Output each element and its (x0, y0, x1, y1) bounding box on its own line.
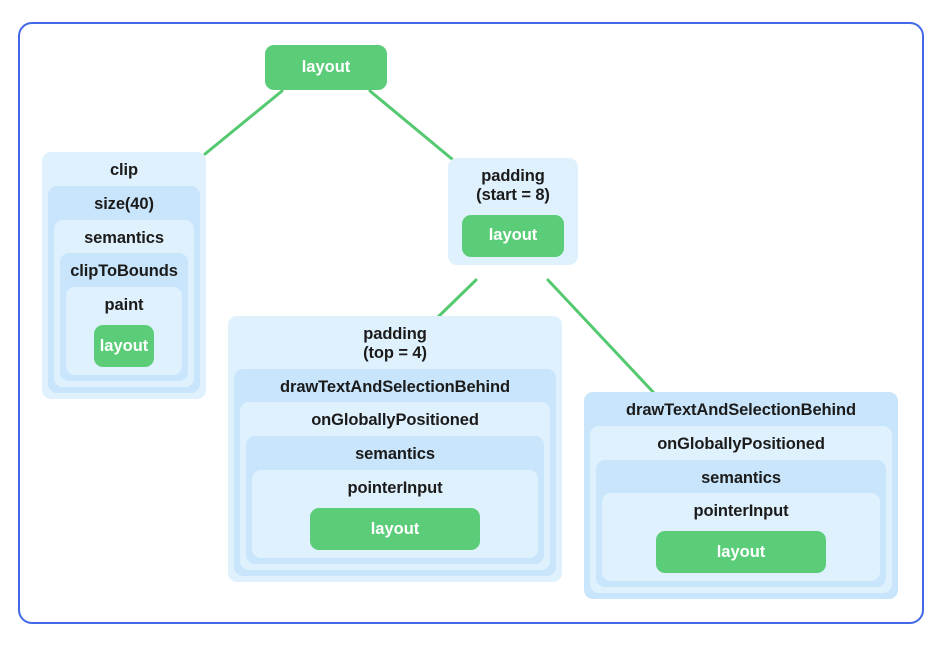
node-label: layout (488, 226, 538, 245)
node-label: padding (top = 4) (363, 325, 427, 362)
node-size-40[interactable]: size(40) semantics clipToBounds paint la… (48, 185, 200, 393)
node-label: padding (start = 8) (476, 167, 550, 204)
node-draw-text-and-selection-behind[interactable]: drawTextAndSelectionBehind onGloballyPos… (234, 368, 556, 576)
node-layout-chip[interactable]: layout (310, 507, 480, 550)
node-label: semantics (355, 445, 435, 464)
node-on-globally-positioned[interactable]: onGloballyPositioned semantics pointerIn… (590, 425, 892, 594)
node-label: onGloballyPositioned (657, 434, 825, 453)
node-label: pointerInput (347, 478, 443, 497)
node-label: semantics (84, 228, 164, 247)
node-pointer-input[interactable]: pointerInput layout (602, 493, 880, 582)
node-on-globally-positioned[interactable]: onGloballyPositioned semantics pointerIn… (240, 402, 550, 570)
node-label: layout (716, 542, 766, 561)
node-semantics[interactable]: semantics clipToBounds paint layout (54, 219, 194, 387)
node-label: layout (301, 58, 351, 77)
node-label: clip (109, 161, 139, 179)
node-label: pointerInput (693, 502, 789, 521)
node-semantics[interactable]: semantics pointerInput layout (246, 436, 544, 564)
node-layout-chip[interactable]: layout (462, 214, 564, 257)
node-layout-chip[interactable]: layout (656, 531, 826, 574)
node-label: semantics (701, 468, 781, 487)
node-clip-to-bounds[interactable]: clipToBounds paint layout (60, 253, 188, 381)
node-layout-chip[interactable]: layout (94, 324, 154, 367)
node-draw-text-and-selection-behind[interactable]: drawTextAndSelectionBehind onGloballyPos… (584, 392, 898, 600)
node-label: drawTextAndSelectionBehind (626, 401, 856, 419)
node-clip[interactable]: clip size(40) semantics clipToBounds pai… (42, 152, 206, 399)
node-label: layout (370, 519, 420, 538)
node-label: onGloballyPositioned (311, 411, 479, 430)
node-label: drawTextAndSelectionBehind (280, 377, 510, 396)
node-semantics[interactable]: semantics pointerInput layout (596, 459, 886, 588)
node-label: clipToBounds (70, 262, 178, 281)
node-padding-top[interactable]: padding (top = 4) drawTextAndSelectionBe… (228, 316, 562, 582)
node-label: size(40) (94, 194, 154, 213)
node-label: paint (104, 296, 144, 315)
node-pointer-input[interactable]: pointerInput layout (252, 469, 538, 558)
node-paint[interactable]: paint layout (66, 287, 182, 375)
node-padding-start[interactable]: padding (start = 8) layout (448, 158, 578, 265)
node-label: layout (99, 336, 149, 355)
node-root-layout[interactable]: layout (265, 45, 387, 90)
